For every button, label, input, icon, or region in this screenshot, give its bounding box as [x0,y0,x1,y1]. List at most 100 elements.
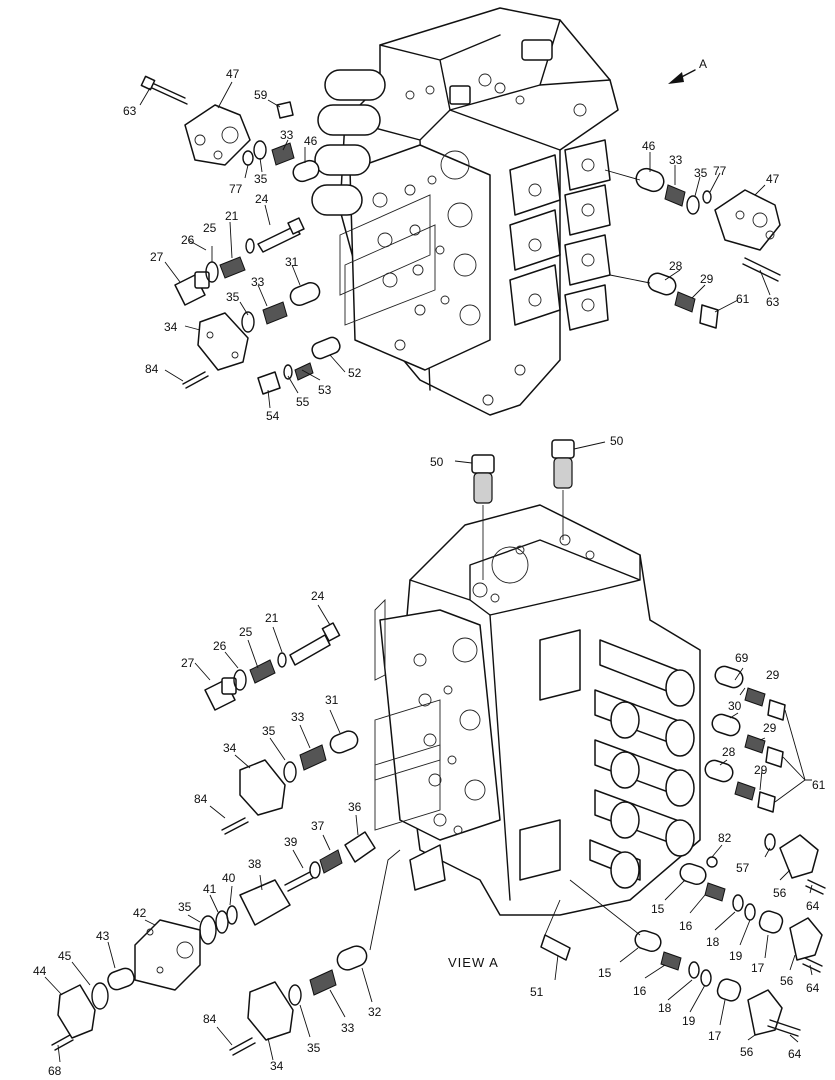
part-label: 31 [285,255,299,269]
part-label: 33 [669,153,683,167]
lower-valve-body [374,504,701,916]
part-label: 46 [304,134,318,148]
part-label: 27 [150,250,164,264]
part-label: 34 [223,741,237,755]
part-label: 30 [728,699,742,713]
upper-valve-body [311,7,619,416]
lower-right-parts [540,665,826,1037]
part-label: 33 [341,1021,355,1035]
part-label: 34 [270,1059,284,1073]
part-label: 24 [311,589,325,603]
part-label: 50 [610,434,624,448]
part-label: 38 [248,857,262,871]
part-label: 26 [213,639,227,653]
part-label: 64 [788,1047,802,1061]
part-label: 19 [682,1014,696,1028]
part-label: 36 [348,800,362,814]
part-label: 68 [48,1064,62,1078]
part-label: 43 [96,929,110,943]
upper-leaders [139,81,771,409]
part-label: 56 [780,974,794,988]
part-label: 45 [58,949,72,963]
part-label: 47 [226,67,240,81]
part-label: 32 [368,1005,382,1019]
part-label: 61 [812,778,826,792]
part-label: 25 [203,221,217,235]
part-label: 64 [806,981,820,995]
part-label: 56 [740,1045,754,1059]
part-label: 29 [700,272,714,286]
part-label: 15 [598,966,612,980]
part-label: 29 [766,668,780,682]
part-label: 29 [754,763,768,777]
lower-leaders [44,441,813,1063]
part-label: 69 [735,651,749,665]
part-label: 26 [181,233,195,247]
part-label: 21 [225,209,239,223]
part-label: 34 [164,320,178,334]
part-label: 35 [307,1041,321,1055]
upper-part-labels: 63 47 59 33 46 77 35 24 21 25 26 27 31 3… [123,57,780,423]
part-label: 17 [751,961,765,975]
arrow-label: A [699,57,707,71]
part-label: 82 [718,831,732,845]
part-label: 35 [178,900,192,914]
relief-valves [471,439,575,580]
part-label: 21 [265,611,279,625]
part-label: 35 [694,166,708,180]
part-label: 56 [773,886,787,900]
part-label: 77 [713,164,727,178]
part-label: 28 [722,745,736,759]
part-label: 17 [708,1029,722,1043]
part-label: 44 [33,964,47,978]
part-label: 61 [736,292,750,306]
part-label: 53 [318,383,332,397]
part-label: 25 [239,625,253,639]
part-label: 33 [291,710,305,724]
part-label: 37 [311,819,325,833]
part-label: 35 [254,172,268,186]
part-label: 31 [325,693,339,707]
part-label: 35 [262,724,276,738]
view-arrow [668,69,696,84]
part-label: 19 [729,949,743,963]
part-label: 51 [530,985,544,999]
part-label: 63 [123,104,137,118]
part-label: 33 [251,275,265,289]
part-label: 55 [296,395,310,409]
part-label: 77 [229,182,243,196]
part-label: 63 [766,295,780,309]
upper-right-parts [604,167,781,329]
part-label: 16 [679,919,693,933]
part-label: 24 [255,192,269,206]
part-label: 28 [669,259,683,273]
part-label: 41 [203,882,217,896]
part-label: 84 [194,792,208,806]
part-label: 50 [430,455,444,469]
part-label: 47 [766,172,780,186]
part-label: 84 [203,1012,217,1026]
part-label: 57 [736,861,750,875]
part-label: 42 [133,906,147,920]
part-label: 35 [226,290,240,304]
part-label: 15 [651,902,665,916]
part-label: 84 [145,362,159,376]
part-label: 59 [254,88,268,102]
lower-part-labels: 50 50 24 21 25 26 27 31 33 35 34 84 36 3… [33,434,826,1078]
part-label: 27 [181,656,195,670]
part-label: 16 [633,984,647,998]
part-label: 46 [642,139,656,153]
part-label: 64 [806,899,820,913]
part-label: 52 [348,366,362,380]
part-label: 33 [280,128,294,142]
part-label: 18 [658,1001,672,1015]
part-label: 54 [266,409,280,423]
part-label: 18 [706,935,720,949]
lower-left-parts [51,622,401,1056]
view-caption: VIEW A [448,955,499,970]
part-label: 29 [763,721,777,735]
part-label: 40 [222,871,236,885]
part-label: 39 [284,835,298,849]
